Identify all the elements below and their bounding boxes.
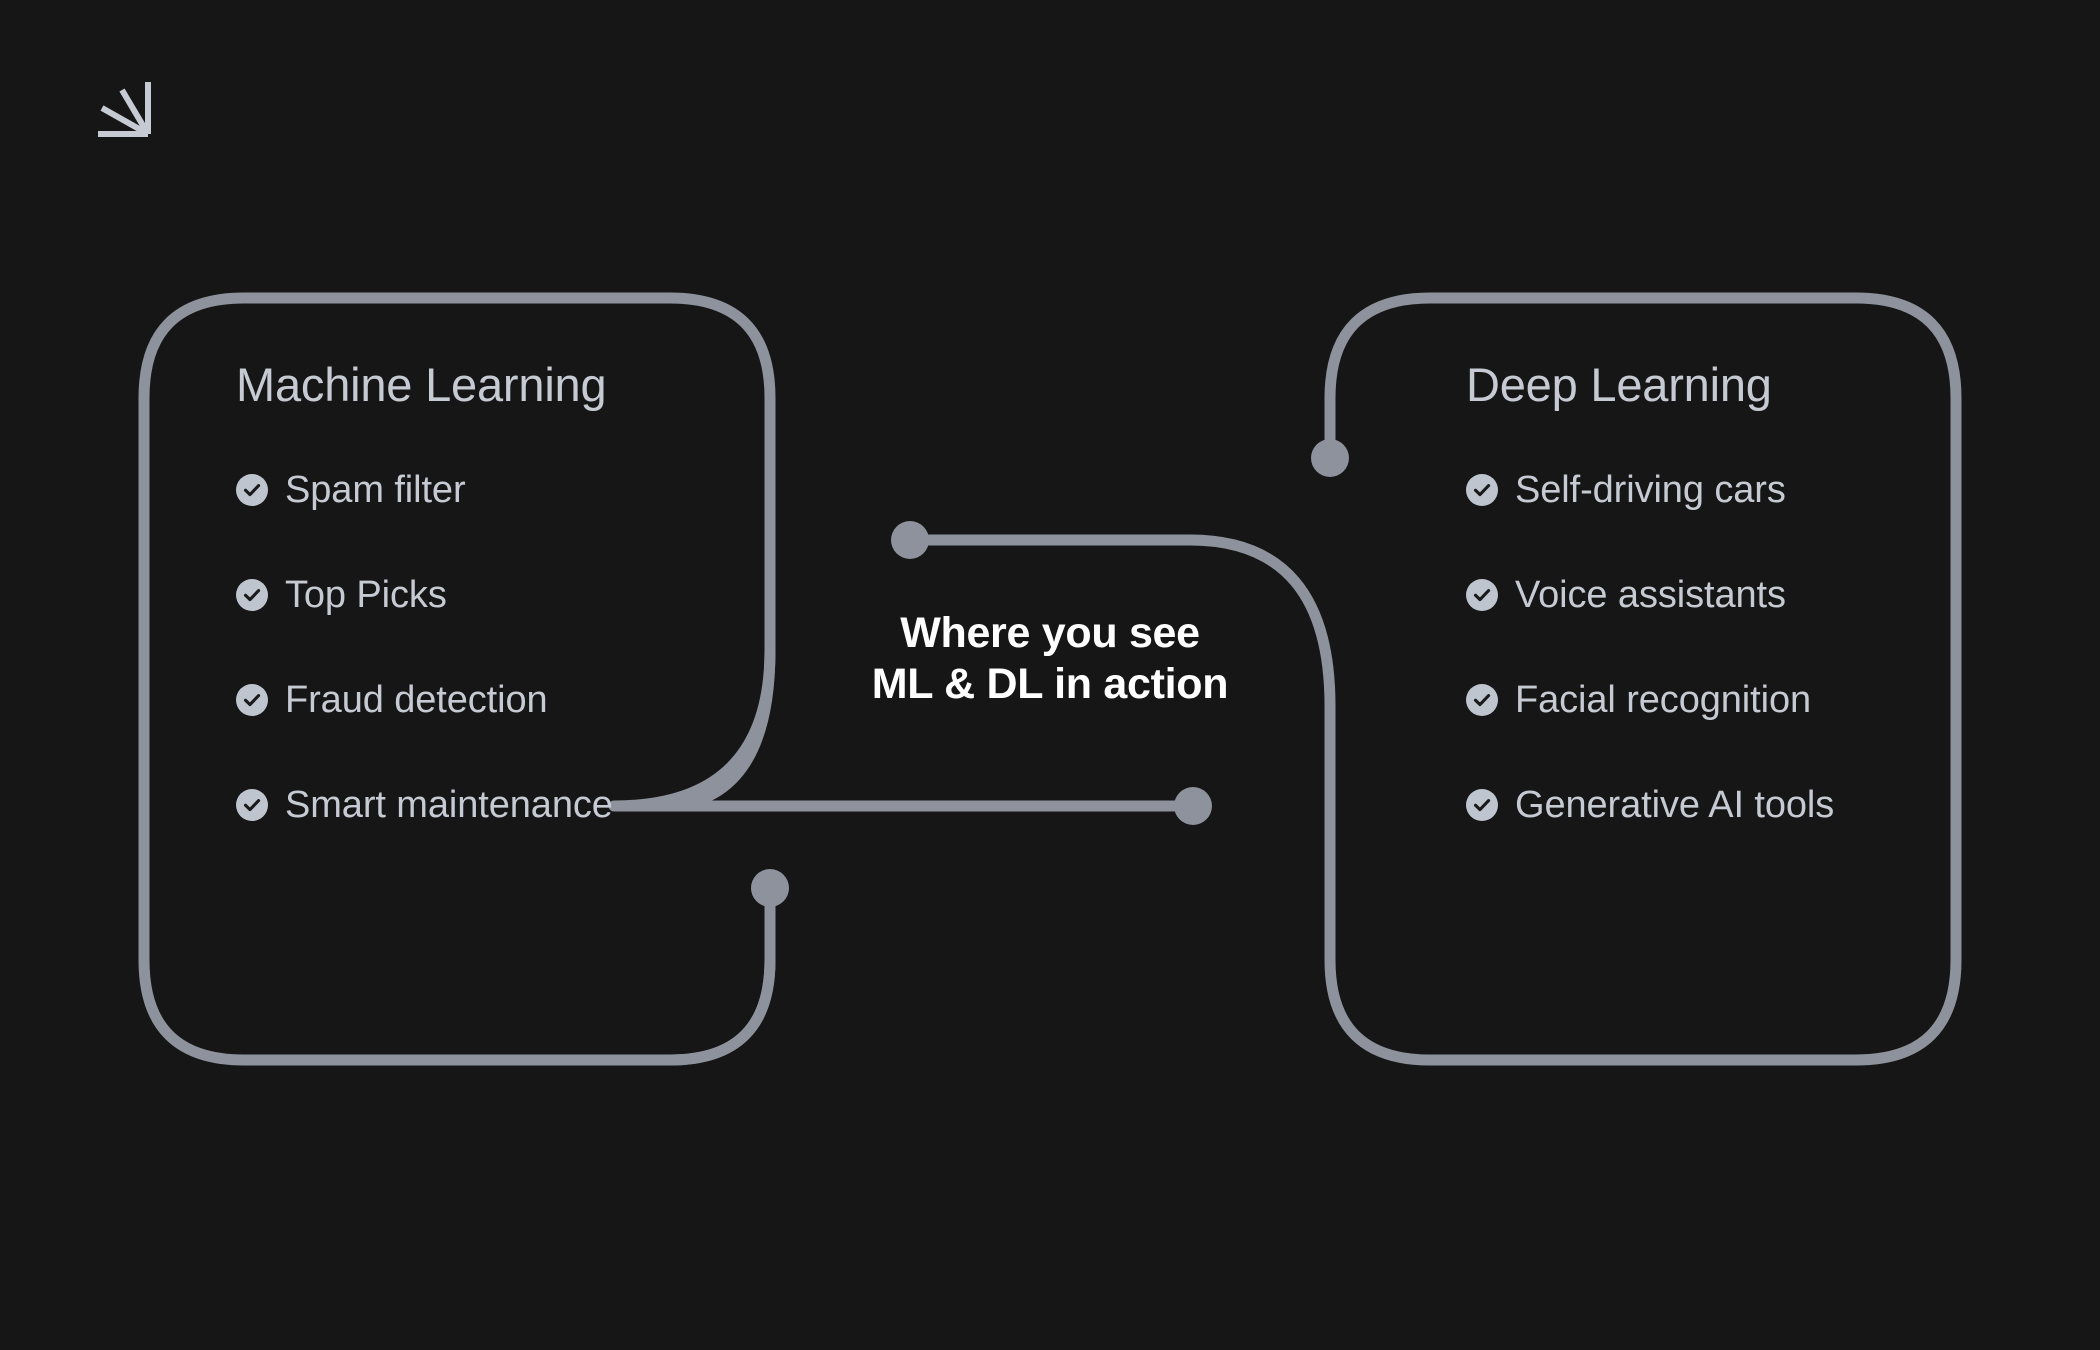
list-item-label: Generative AI tools (1515, 784, 1835, 826)
ml-bottom-stem (664, 882, 776, 1066)
check-circle-icon (1466, 474, 1498, 506)
check-circle-icon (236, 474, 268, 506)
list-item[interactable]: Self-driving cars (1466, 466, 1834, 514)
machine-learning-card: Machine Learning Spam filter Top Picks (236, 357, 613, 829)
list-item-label: Facial recognition (1515, 679, 1812, 721)
list-item[interactable]: Voice assistants (1466, 571, 1834, 619)
list-item[interactable]: Spam filter (236, 466, 613, 514)
connector-dot-center-left (891, 521, 929, 559)
list-item-label: Fraud detection (285, 679, 548, 721)
list-item-label: Spam filter (285, 469, 466, 511)
list-item[interactable]: Generative AI tools (1466, 781, 1834, 829)
machine-learning-feature-list: Spam filter Top Picks Fraud detection (236, 466, 613, 829)
connector-dot-center-right (1174, 787, 1212, 825)
center-label-line-1: Where you see (900, 609, 1200, 657)
list-item[interactable]: Top Picks (236, 571, 613, 619)
check-circle-icon (236, 579, 268, 611)
connector-dot-deep-top (1311, 439, 1349, 477)
check-circle-icon (236, 789, 268, 821)
deep-learning-title: Deep Learning (1466, 358, 1772, 411)
deep-learning-feature-list: Self-driving cars Voice assistants Facia… (1466, 466, 1834, 829)
list-item-label: Smart maintenance (285, 784, 613, 826)
capsule-left-arc (654, 644, 776, 812)
list-item[interactable]: Fraud detection (236, 676, 613, 724)
list-item-label: Self-driving cars (1515, 469, 1786, 511)
arrow-rays-mark-icon (98, 82, 151, 137)
center-label-line-2: ML & DL in action (871, 659, 1229, 708)
list-item-label: Voice assistants (1515, 574, 1786, 616)
list-item[interactable]: Smart maintenance (236, 781, 613, 829)
list-item[interactable]: Facial recognition (1466, 676, 1834, 724)
deep-learning-card: Deep Learning Self-driving cars Voice as… (1466, 357, 1834, 829)
list-item-label: Top Picks (285, 574, 447, 616)
connector-dot-ml-bottom (751, 869, 789, 907)
center-capsule-label: Where you see ML & DL in action (780, 608, 1320, 709)
check-circle-icon (1466, 579, 1498, 611)
check-circle-icon (1466, 684, 1498, 716)
check-circle-icon (236, 684, 268, 716)
machine-learning-title: Machine Learning (236, 358, 607, 411)
check-circle-icon (1466, 789, 1498, 821)
